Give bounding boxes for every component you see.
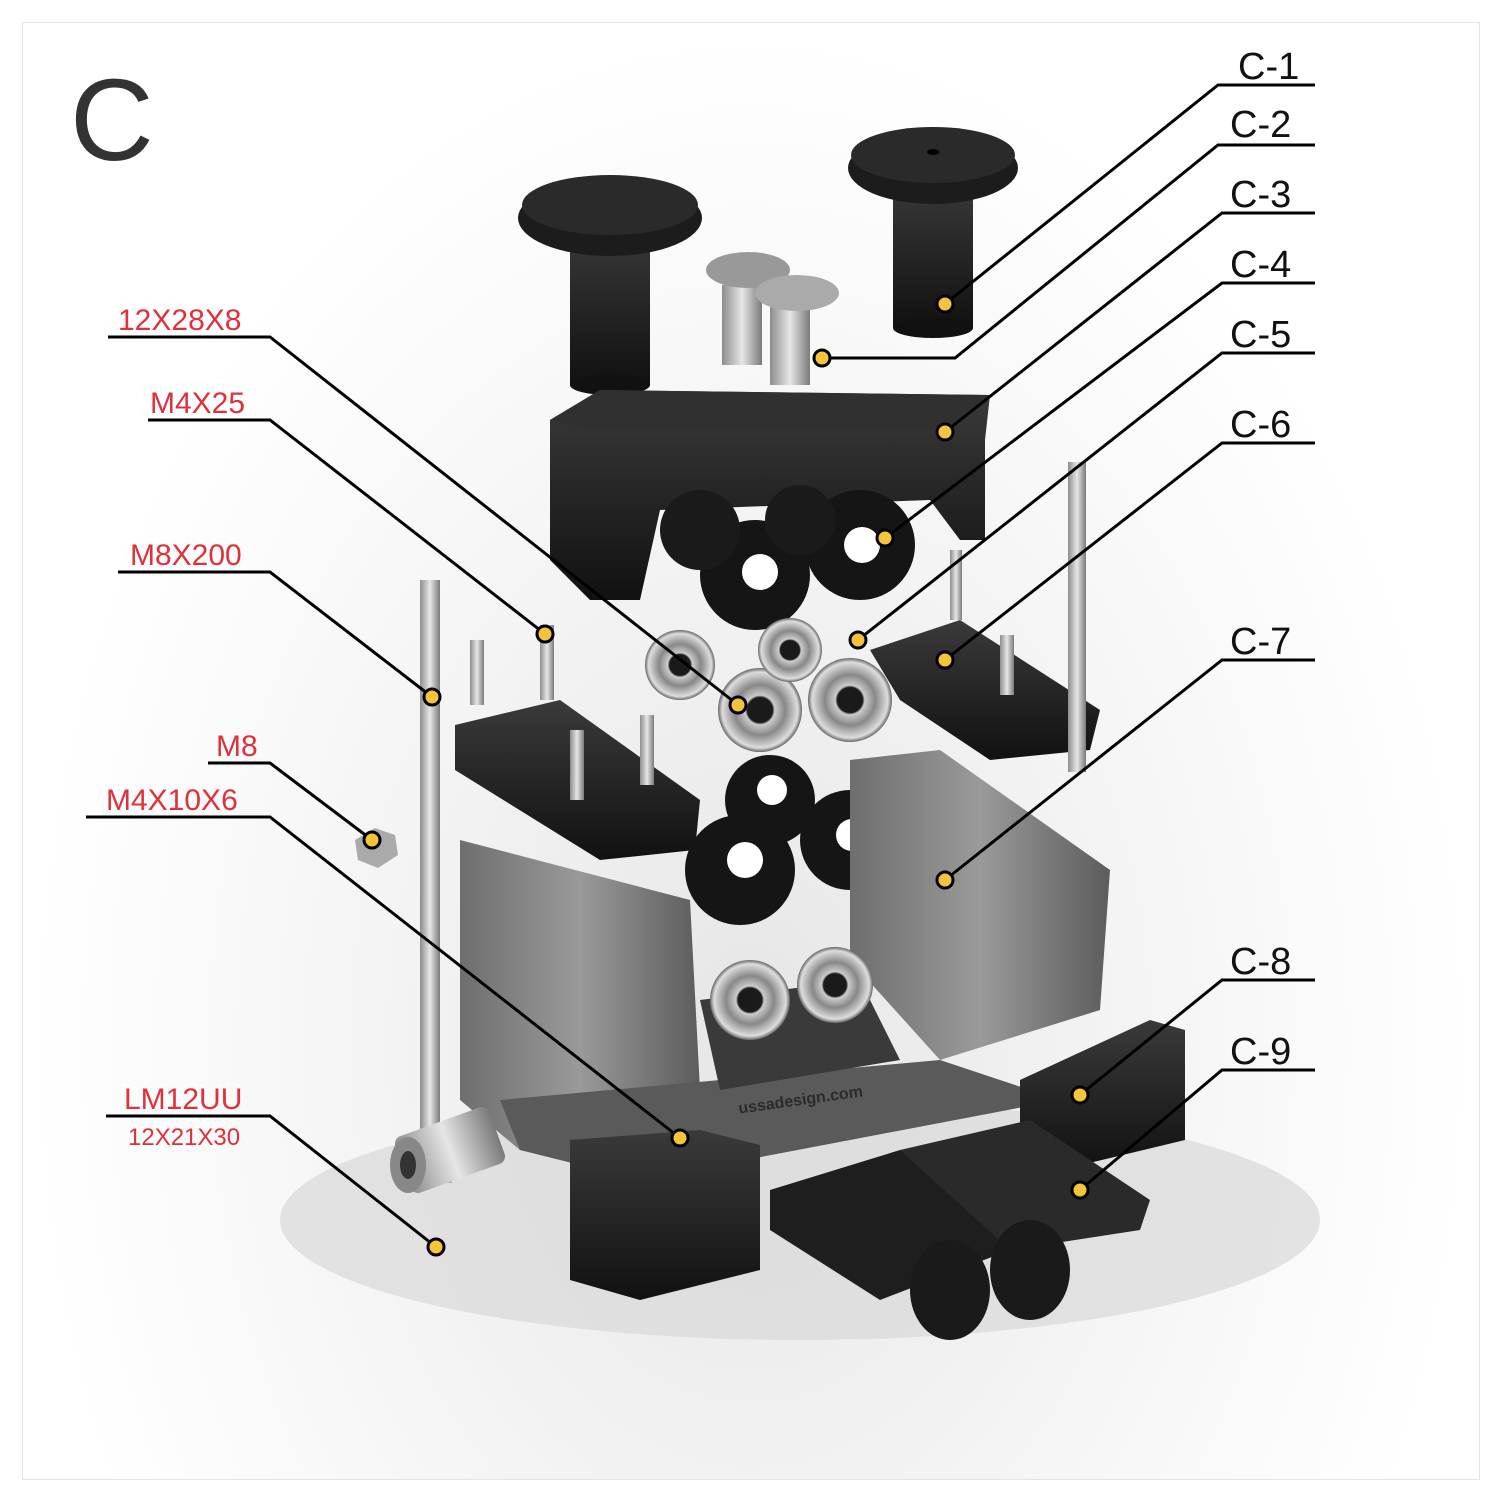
label-c3: C-3: [1230, 174, 1292, 216]
label-c6: C-6: [1230, 404, 1292, 446]
upper-rollers: [660, 485, 915, 630]
marker-screw: [535, 624, 555, 644]
knob-left: [518, 175, 702, 395]
marker-c9: [1070, 1180, 1090, 1200]
leader-nut: [208, 761, 373, 842]
marker-nut: [362, 830, 382, 850]
marker-c4: [875, 528, 895, 548]
leader-insert: [86, 815, 681, 1140]
label-linear-bearing: LM12UU: [124, 1083, 243, 1116]
marker-rod: [422, 687, 442, 707]
label-bearing: 12X28X8: [118, 304, 242, 337]
marker-c8: [1070, 1085, 1090, 1105]
label-c4: C-4: [1230, 244, 1292, 286]
leader-c9: [1079, 1068, 1315, 1192]
clamp-plate-right: [870, 620, 1100, 760]
leader-c8: [1079, 978, 1315, 1097]
threaded-rod-left: [420, 580, 452, 1183]
end-plate-left: [570, 1130, 760, 1300]
thumb-screws: [706, 252, 839, 385]
leader-lines: [86, 83, 1315, 1249]
label-c5: C-5: [1230, 314, 1292, 356]
knob-right: [848, 127, 1018, 338]
label-c2: C-2: [1230, 104, 1292, 146]
screws: [470, 550, 1014, 800]
slide-pads: [770, 1120, 1150, 1340]
leader-c7: [944, 658, 1315, 882]
marker-c6: [935, 650, 955, 670]
leader-lm: [106, 1114, 437, 1249]
marker-c3: [935, 422, 955, 442]
label-insert: M4X10X6: [106, 784, 238, 817]
lower-bearings: [710, 947, 873, 1040]
leader-c3: [944, 211, 1315, 434]
label-linear-bearing-size: 12X21X30: [128, 1124, 241, 1151]
leader-c2: [822, 143, 1315, 360]
section-letter: C: [70, 55, 154, 185]
marker-c1: [935, 294, 955, 314]
label-c1: C-1: [1238, 46, 1300, 88]
top-block: [550, 390, 990, 600]
leader-rod: [118, 570, 433, 699]
leader-bearing: [108, 335, 739, 707]
marker-c5: [848, 630, 868, 650]
leader-c6: [944, 441, 1315, 662]
threaded-rod-right: [1068, 462, 1086, 772]
callout-markers: [362, 294, 1090, 1257]
leader-screw: [148, 418, 546, 636]
label-c7: C-7: [1230, 621, 1292, 663]
end-plate-right: [1020, 1020, 1185, 1170]
marker-lm: [426, 1237, 446, 1257]
leader-c4: [884, 281, 1315, 540]
label-c8: C-8: [1230, 941, 1292, 983]
label-c9: C-9: [1230, 1031, 1292, 1073]
label-threaded-rod: M8X200: [130, 539, 242, 572]
marker-insert: [670, 1128, 690, 1148]
leader-c5: [857, 351, 1315, 642]
leader-c1: [944, 83, 1315, 306]
label-nut: M8: [216, 730, 258, 763]
linear-bearing: [390, 1106, 505, 1194]
label-screw: M4X25: [150, 387, 246, 420]
marker-c7: [935, 870, 955, 890]
marker-bearing: [728, 695, 748, 715]
marker-c2: [812, 348, 832, 368]
